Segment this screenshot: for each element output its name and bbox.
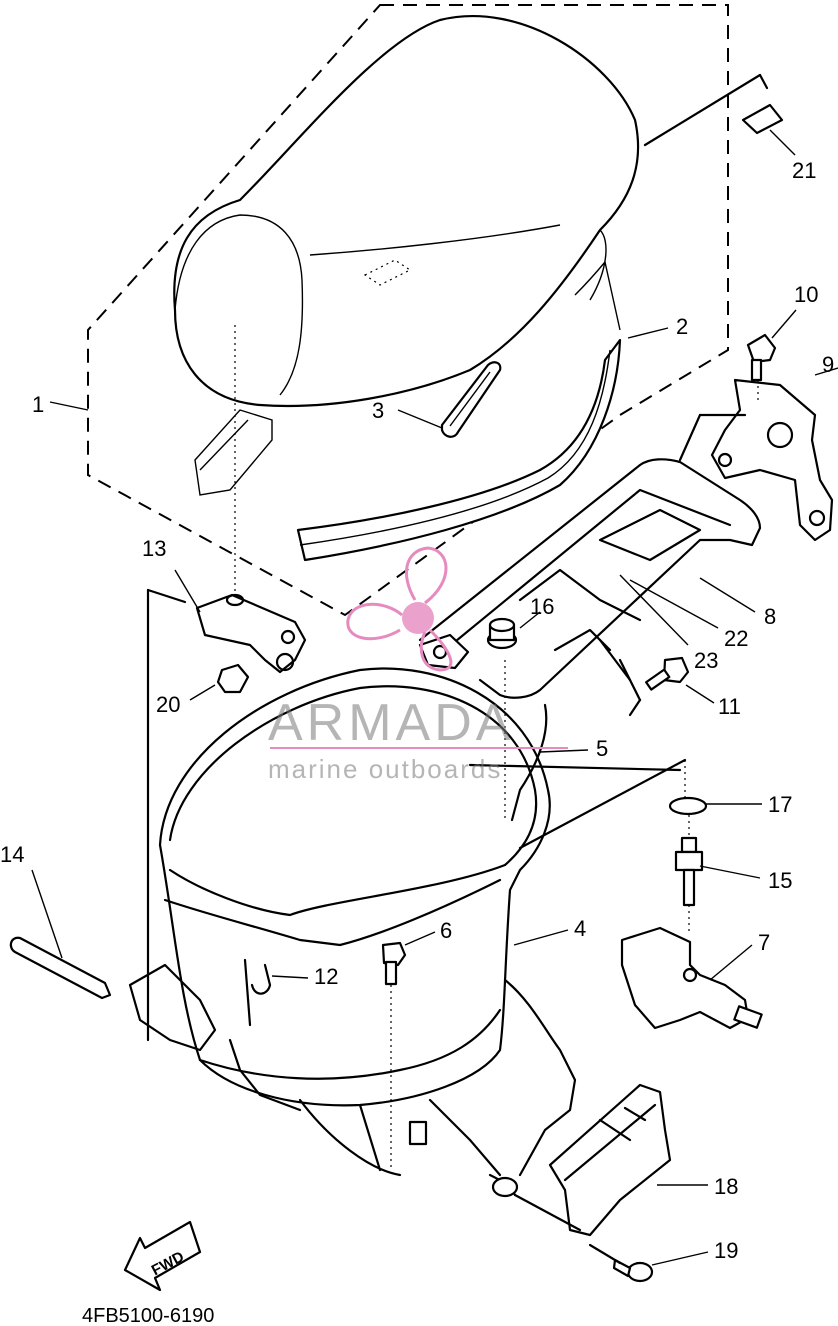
callout-13: 13 (142, 536, 166, 561)
strap-part-5 (510, 703, 548, 822)
callout-19: 19 (714, 1238, 738, 1263)
nut-part-20 (216, 663, 250, 694)
watermark-brand: ARMADA (268, 694, 514, 752)
seat-part (173, 14, 640, 496)
propeller-logo-icon (346, 546, 453, 672)
armada-watermark: ARMADA marine outboards (268, 546, 568, 784)
seat-rail-part (296, 260, 622, 562)
callout-numbers: 1 2 3 4 5 6 7 8 9 10 11 12 13 14 15 16 1… (0, 158, 834, 1263)
bracket-part-9 (710, 378, 834, 542)
leader-lines (31, 73, 838, 1266)
callout-20: 20 (156, 692, 180, 717)
seat-frame-part-8 (418, 458, 762, 699)
callout-9: 9 (822, 352, 834, 377)
lock-part-7 (620, 926, 763, 1030)
callout-7: 7 (758, 930, 770, 955)
callout-1: 1 (32, 392, 44, 417)
callout-3: 3 (372, 398, 384, 423)
bolt-part-11 (645, 656, 690, 691)
hinge-part-13 (195, 593, 307, 674)
callout-2: 2 (676, 314, 688, 339)
gasket-part-3 (440, 361, 502, 438)
callout-17: 17 (768, 792, 792, 817)
drawing-code: 4FB5100-6190 (82, 1305, 214, 1326)
callout-10: 10 (794, 282, 818, 307)
callout-21: 21 (792, 158, 816, 183)
bolt-part-10 (746, 333, 777, 382)
grommet-part-16 (486, 617, 518, 650)
stud-part-15 (674, 836, 704, 907)
fwd-arrow-icon: FWD (123, 1220, 202, 1292)
cover-part-18 (548, 1083, 672, 1237)
watermark-tagline: marine outboards (268, 754, 502, 784)
callout-14: 14 (0, 842, 24, 867)
label-tab-part-21 (741, 103, 784, 135)
callout-8: 8 (764, 604, 776, 629)
storage-bucket-part-4 (128, 667, 577, 1198)
callout-12: 12 (314, 964, 338, 989)
rod-part-14 (9, 936, 112, 1000)
axis-lines (234, 325, 759, 1170)
callout-22: 22 (724, 626, 748, 651)
callout-5: 5 (596, 736, 608, 761)
callout-4: 4 (574, 916, 586, 941)
callout-6: 6 (440, 918, 452, 943)
clip-part-12 (243, 958, 272, 1027)
washer-part-17 (668, 796, 708, 816)
callout-16: 16 (530, 594, 554, 619)
bolt-part-6 (381, 941, 407, 986)
callout-15: 15 (768, 868, 792, 893)
callout-11: 11 (718, 694, 741, 719)
callout-18: 18 (714, 1174, 738, 1199)
callout-23: 23 (694, 648, 718, 673)
